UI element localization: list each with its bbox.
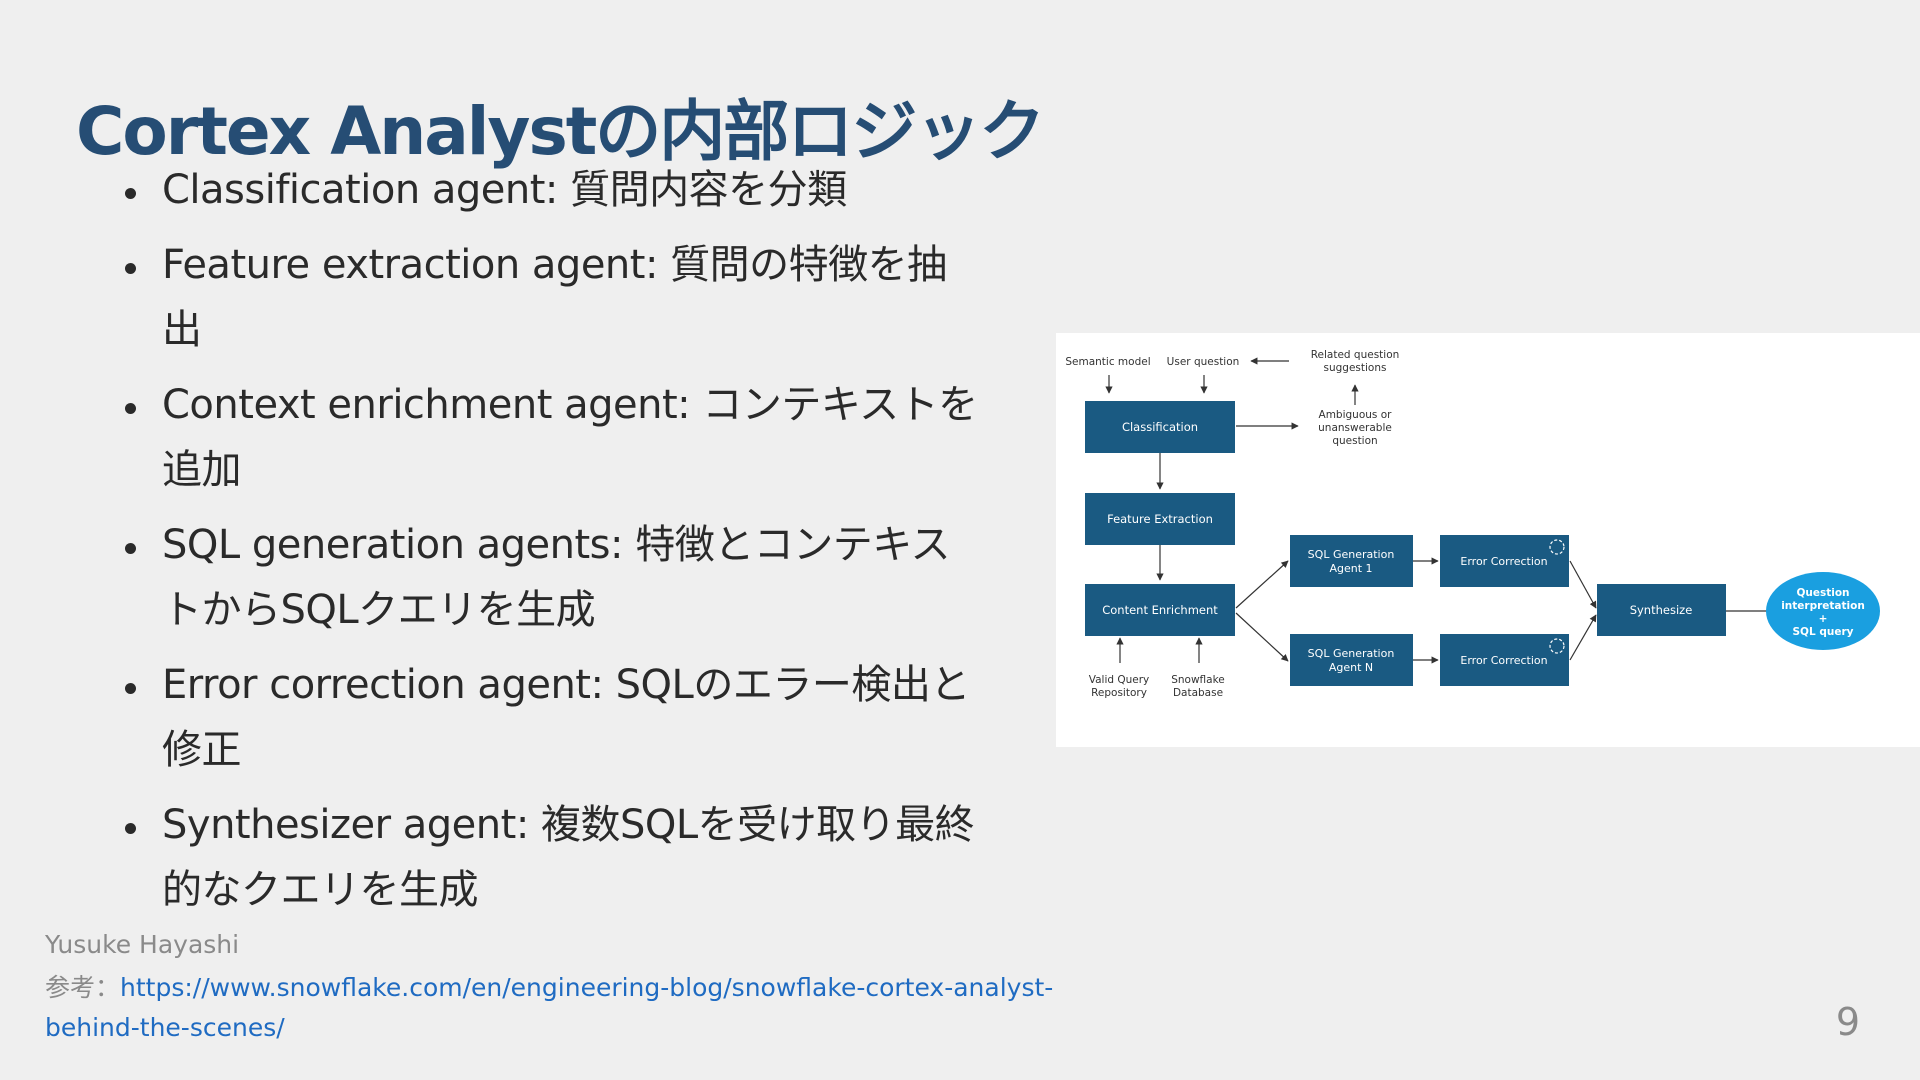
diagram-arrows bbox=[1105, 357, 1777, 664]
reference-prefix: 参考： bbox=[45, 973, 121, 1002]
oval-output bbox=[1766, 572, 1880, 650]
label-related-suggestions: suggestions bbox=[1324, 362, 1387, 374]
oval-output-line4: SQL query bbox=[1793, 626, 1854, 638]
box-content-enrichment-label: Content Enrichment bbox=[1102, 603, 1218, 617]
box-sql-generation-1-line2: Agent 1 bbox=[1329, 562, 1372, 575]
box-sql-generation-n bbox=[1290, 634, 1413, 686]
oval-output-line1: Question bbox=[1796, 587, 1849, 599]
page-number: 9 bbox=[1835, 1000, 1860, 1044]
label-user-question: User question bbox=[1167, 356, 1240, 368]
oval-output-line2: interpretation bbox=[1781, 600, 1865, 612]
bullet-error-correction: Error correction agent: SQLのエラー検出と修正 bbox=[122, 653, 982, 783]
box-sql-generation-1 bbox=[1290, 535, 1413, 587]
refresh-icon bbox=[1549, 539, 1565, 555]
reference-link[interactable]: https://www.snowflake.com/en/engineering… bbox=[45, 973, 1054, 1042]
bullet-synthesizer: Synthesizer agent: 複数SQLを受け取り最終的なクエリを生成 bbox=[122, 793, 982, 923]
box-sql-generation-n-line2: Agent N bbox=[1329, 661, 1373, 674]
bullet-classification: Classification agent: 質問内容を分類 bbox=[122, 158, 982, 223]
box-classification-label: Classification bbox=[1122, 420, 1198, 434]
box-content-enrichment bbox=[1085, 584, 1235, 636]
box-sql-generation-n-line1: SQL Generation bbox=[1308, 647, 1395, 660]
label-ambiguous-3: question bbox=[1332, 435, 1377, 447]
author-name: Yusuke Hayashi bbox=[45, 930, 240, 959]
refresh-icon bbox=[1549, 638, 1565, 654]
label-snowflake: Snowflake bbox=[1171, 674, 1225, 686]
box-synthesize-label: Synthesize bbox=[1630, 603, 1693, 617]
oval-output-line3: + bbox=[1819, 613, 1828, 625]
architecture-diagram: Semantic model User question Related que… bbox=[1056, 333, 1920, 747]
bullet-list: Classification agent: 質問内容を分類 Feature ex… bbox=[122, 158, 982, 933]
label-ambiguous-2: unanswerable bbox=[1318, 422, 1392, 434]
bullet-feature-extraction: Feature extraction agent: 質問の特徴を抽出 bbox=[122, 233, 982, 363]
label-related-question: Related question bbox=[1311, 349, 1400, 361]
label-ambiguous-1: Ambiguous or bbox=[1319, 409, 1393, 421]
box-synthesize bbox=[1597, 584, 1726, 636]
reference: 参考：https://www.snowflake.com/en/engineer… bbox=[45, 968, 1055, 1048]
bullet-sql-generation: SQL generation agents: 特徴とコンテキストからSQLクエリ… bbox=[122, 513, 982, 643]
label-database: Database bbox=[1173, 687, 1223, 699]
bullet-context-enrichment: Context enrichment agent: コンテキストを追加 bbox=[122, 373, 982, 503]
box-classification bbox=[1085, 401, 1235, 453]
box-error-correction-1-label: Error Correction bbox=[1460, 555, 1547, 568]
label-repository: Repository bbox=[1091, 687, 1147, 699]
box-sql-generation-1-line1: SQL Generation bbox=[1308, 548, 1395, 561]
label-semantic-model: Semantic model bbox=[1065, 356, 1150, 368]
box-feature-extraction-label: Feature Extraction bbox=[1107, 512, 1213, 526]
box-error-correction-n-label: Error Correction bbox=[1460, 654, 1547, 667]
label-valid-query: Valid Query bbox=[1089, 674, 1150, 686]
box-feature-extraction bbox=[1085, 493, 1235, 545]
box-error-correction-1 bbox=[1440, 535, 1569, 587]
slide-title: Cortex Analystの内部ロジック bbox=[76, 93, 1045, 170]
box-error-correction-n bbox=[1440, 634, 1569, 686]
